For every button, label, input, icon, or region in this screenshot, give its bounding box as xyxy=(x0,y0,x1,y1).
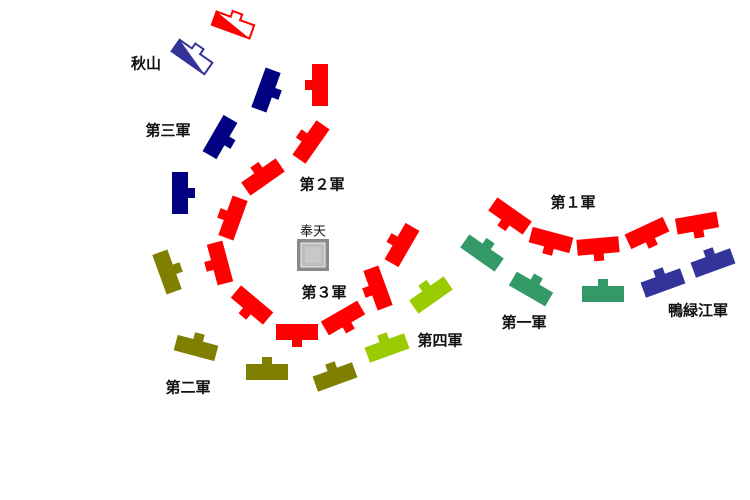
label-russian-second-army: 第２軍 xyxy=(299,175,345,194)
unit-russian-icon xyxy=(674,211,720,239)
label-second-army: 第二軍 xyxy=(165,378,211,397)
label-mukden: 奉天 xyxy=(299,224,327,240)
unit-russian-icon xyxy=(210,9,256,40)
unit-yalu-army-icon xyxy=(640,267,686,298)
label-third-army: 第三軍 xyxy=(145,121,191,140)
unit-first-army-icon xyxy=(582,279,624,302)
label-russian-third-army: 第３軍 xyxy=(301,283,347,302)
unit-russian-icon xyxy=(576,236,620,262)
unit-first-army-icon xyxy=(460,234,504,272)
unit-russian-icon xyxy=(384,222,420,268)
unit-fourth-army-icon xyxy=(364,332,410,363)
unit-second-army-icon xyxy=(246,357,288,380)
unit-second-army-icon xyxy=(152,249,183,295)
unit-yalu-army-icon xyxy=(690,247,736,278)
unit-first-army-icon xyxy=(508,271,554,307)
unit-russian-icon xyxy=(488,197,532,235)
unit-russian-icon xyxy=(217,195,248,241)
label-first-army: 第一軍 xyxy=(501,313,547,332)
unit-russian-icon xyxy=(241,158,285,196)
label-akiyama: 秋山 xyxy=(130,54,162,73)
label-fourth-army: 第四軍 xyxy=(417,331,463,350)
unit-third-army-icon xyxy=(172,172,195,214)
label-yalu-army: 鴨緑江軍 xyxy=(667,301,729,320)
label-russian-first-army: 第１軍 xyxy=(550,193,596,212)
unit-fourth-army-icon xyxy=(409,276,453,314)
unit-russian-icon xyxy=(362,265,393,311)
unit-russian-icon xyxy=(292,120,330,164)
unit-russian-icon xyxy=(305,64,328,106)
unit-third-army-icon xyxy=(251,67,282,113)
unit-russian-icon xyxy=(230,285,274,325)
unit-russian-icon xyxy=(320,300,366,336)
unit-third-army-icon xyxy=(202,114,238,160)
unit-second-army-icon xyxy=(312,361,358,392)
unit-russian-icon xyxy=(624,216,670,250)
unit-russian-icon xyxy=(276,324,318,347)
unit-russian-icon xyxy=(528,226,574,256)
unit-second-army-icon xyxy=(173,332,219,362)
unit-russian-icon xyxy=(204,240,234,286)
mukden-city-icon xyxy=(297,239,329,271)
unit-akiyama-icon xyxy=(170,38,214,76)
